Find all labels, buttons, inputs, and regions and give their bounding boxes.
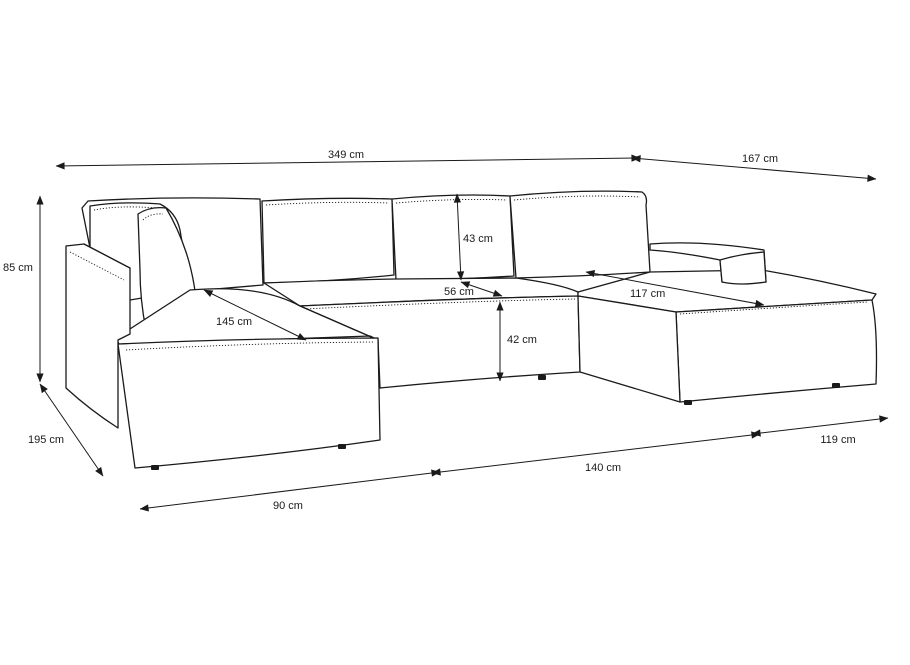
label-left-chaise-length: 145 cm xyxy=(216,316,252,328)
dim-line-56 xyxy=(460,281,503,297)
dim-line-119 xyxy=(751,415,889,437)
label-right-chaise-length: 117 cm xyxy=(630,288,665,300)
back-cushion-3 xyxy=(509,190,651,279)
left-armrest xyxy=(65,243,131,429)
label-total-width: 349 cm xyxy=(328,149,364,161)
label-left-width: 90 cm xyxy=(273,500,303,512)
label-chaise-right-depth: 167 cm xyxy=(742,153,778,165)
dim-line-349 xyxy=(55,154,641,170)
dimension-labels: 349 cm 167 cm 85 cm 195 cm 43 cm 56 cm 4… xyxy=(3,149,856,512)
label-seat-height: 42 cm xyxy=(507,334,537,346)
dim-line-167 xyxy=(631,155,877,182)
dim-line-140 xyxy=(431,431,761,476)
dim-line-195 xyxy=(39,383,104,477)
dim-line-43 xyxy=(453,193,465,281)
dimension-lines xyxy=(36,154,889,512)
back-cushion-2 xyxy=(391,194,515,281)
label-backrest-height: 43 cm xyxy=(463,233,493,245)
dim-line-117 xyxy=(585,270,765,307)
left-chaise-front xyxy=(117,337,381,469)
label-middle-width: 140 cm xyxy=(585,462,621,474)
right-chaise-side xyxy=(577,295,681,403)
label-seat-depth: 56 cm xyxy=(444,286,474,298)
dim-line-145 xyxy=(203,289,307,341)
back-cushion-1 xyxy=(261,197,395,284)
label-right-width: 119 cm xyxy=(820,434,855,446)
right-chaise-front xyxy=(675,299,878,403)
dim-line-90 xyxy=(139,469,441,512)
label-left-depth: 195 cm xyxy=(28,434,64,446)
label-overall-height: 85 cm xyxy=(3,262,33,274)
